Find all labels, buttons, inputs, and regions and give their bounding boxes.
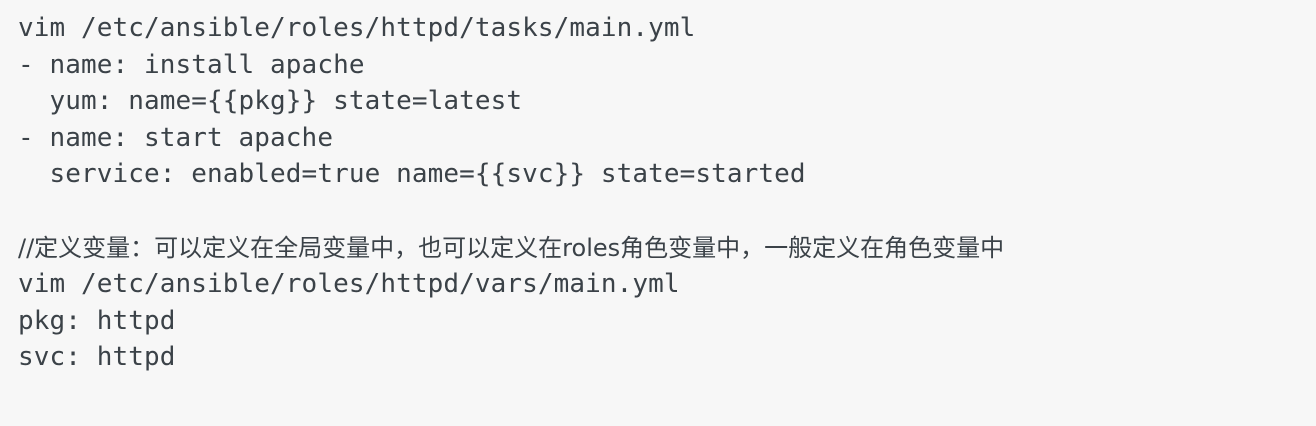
- code-line-comment: //定义变量：可以定义在全局变量中，也可以定义在roles角色变量中，一般定义在…: [18, 233, 1005, 262]
- code-line: svc: httpd: [18, 342, 176, 373]
- code-line: yum: name={{pkg}} state=latest: [18, 86, 523, 117]
- code-line: - name: start apache: [18, 122, 334, 153]
- code-line: vim /etc/ansible/roles/httpd/vars/main.y…: [18, 269, 680, 300]
- code-line: service: enabled=true name={{svc}} state…: [18, 159, 806, 190]
- code-line: pkg: httpd: [18, 305, 176, 336]
- code-line-blank: [18, 193, 1316, 230]
- code-line: - name: install apache: [18, 49, 365, 80]
- code-line: vim /etc/ansible/roles/httpd/tasks/main.…: [18, 13, 696, 43]
